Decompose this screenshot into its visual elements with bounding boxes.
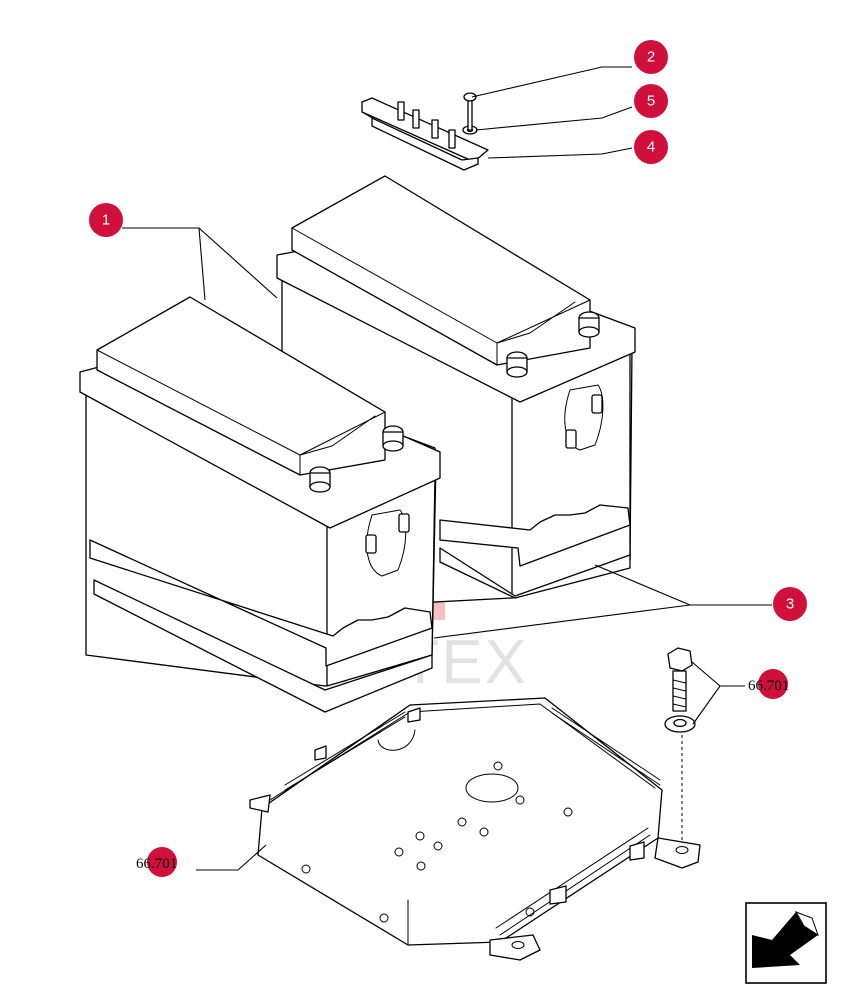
callout-5-label: 5	[647, 93, 655, 110]
nav-arrow-button[interactable]	[745, 902, 827, 984]
callout-3-label: 3	[786, 596, 794, 613]
arrow-down-left-icon	[752, 911, 819, 968]
callout-5[interactable]: 5	[634, 84, 668, 118]
callout-3[interactable]: 3	[773, 587, 807, 621]
tray-bolt	[664, 647, 696, 840]
battery-tray	[249, 697, 701, 961]
ref-link-tray-label: 66.701	[136, 856, 177, 872]
callout-1-label: 1	[102, 212, 110, 229]
callout-2[interactable]: 2	[634, 40, 668, 74]
battery-front	[79, 296, 441, 713]
leader-lines	[122, 66, 772, 871]
battery-back	[276, 175, 636, 611]
callout-4-label: 4	[647, 139, 655, 156]
callout-4[interactable]: 4	[634, 130, 668, 164]
clamp-assembly	[361, 92, 489, 171]
ref-link-bolt-label: 66.701	[748, 678, 789, 694]
ref-link-bolt[interactable]: 66.701	[748, 669, 789, 699]
callout-1[interactable]: 1	[89, 203, 123, 237]
ref-link-tray[interactable]: 66.701	[136, 847, 177, 877]
callout-2-label: 2	[647, 49, 655, 66]
